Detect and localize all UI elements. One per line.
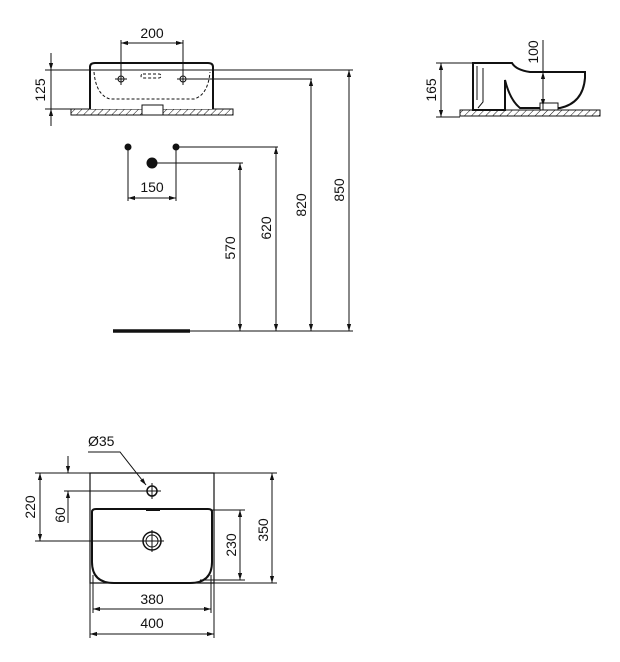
dim-820: 820 <box>293 193 309 217</box>
dim-125: 125 <box>32 78 48 102</box>
dim-200: 200 <box>140 25 164 41</box>
dim-350: 350 <box>255 518 271 542</box>
dim-400: 400 <box>140 615 164 631</box>
dim-150: 150 <box>140 179 164 195</box>
bowl-hidden-line <box>93 71 211 100</box>
dim-570: 570 <box>222 236 238 260</box>
dim-620: 620 <box>258 216 274 240</box>
side-dim-100: 100 <box>525 40 541 64</box>
dim-220: 220 <box>22 495 38 519</box>
dim-tap-diameter: Ø35 <box>88 433 115 449</box>
dim-850: 850 <box>331 178 347 202</box>
dim-60: 60 <box>52 507 68 523</box>
side-elevation: 165 100 <box>423 40 601 118</box>
side-dim-165: 165 <box>423 78 439 102</box>
dim-380: 380 <box>140 591 164 607</box>
overflow-slot <box>140 73 162 79</box>
plan-view: Ø35 220 60 230 350 380 400 <box>22 433 277 638</box>
tap-hole <box>144 483 161 499</box>
side-countertop <box>459 109 601 117</box>
waste-outlet <box>141 104 164 116</box>
dim-230: 230 <box>223 533 239 557</box>
front-elevation: 200 125 150 570 620 820 850 <box>32 25 353 333</box>
side-basin-outline <box>472 62 586 111</box>
